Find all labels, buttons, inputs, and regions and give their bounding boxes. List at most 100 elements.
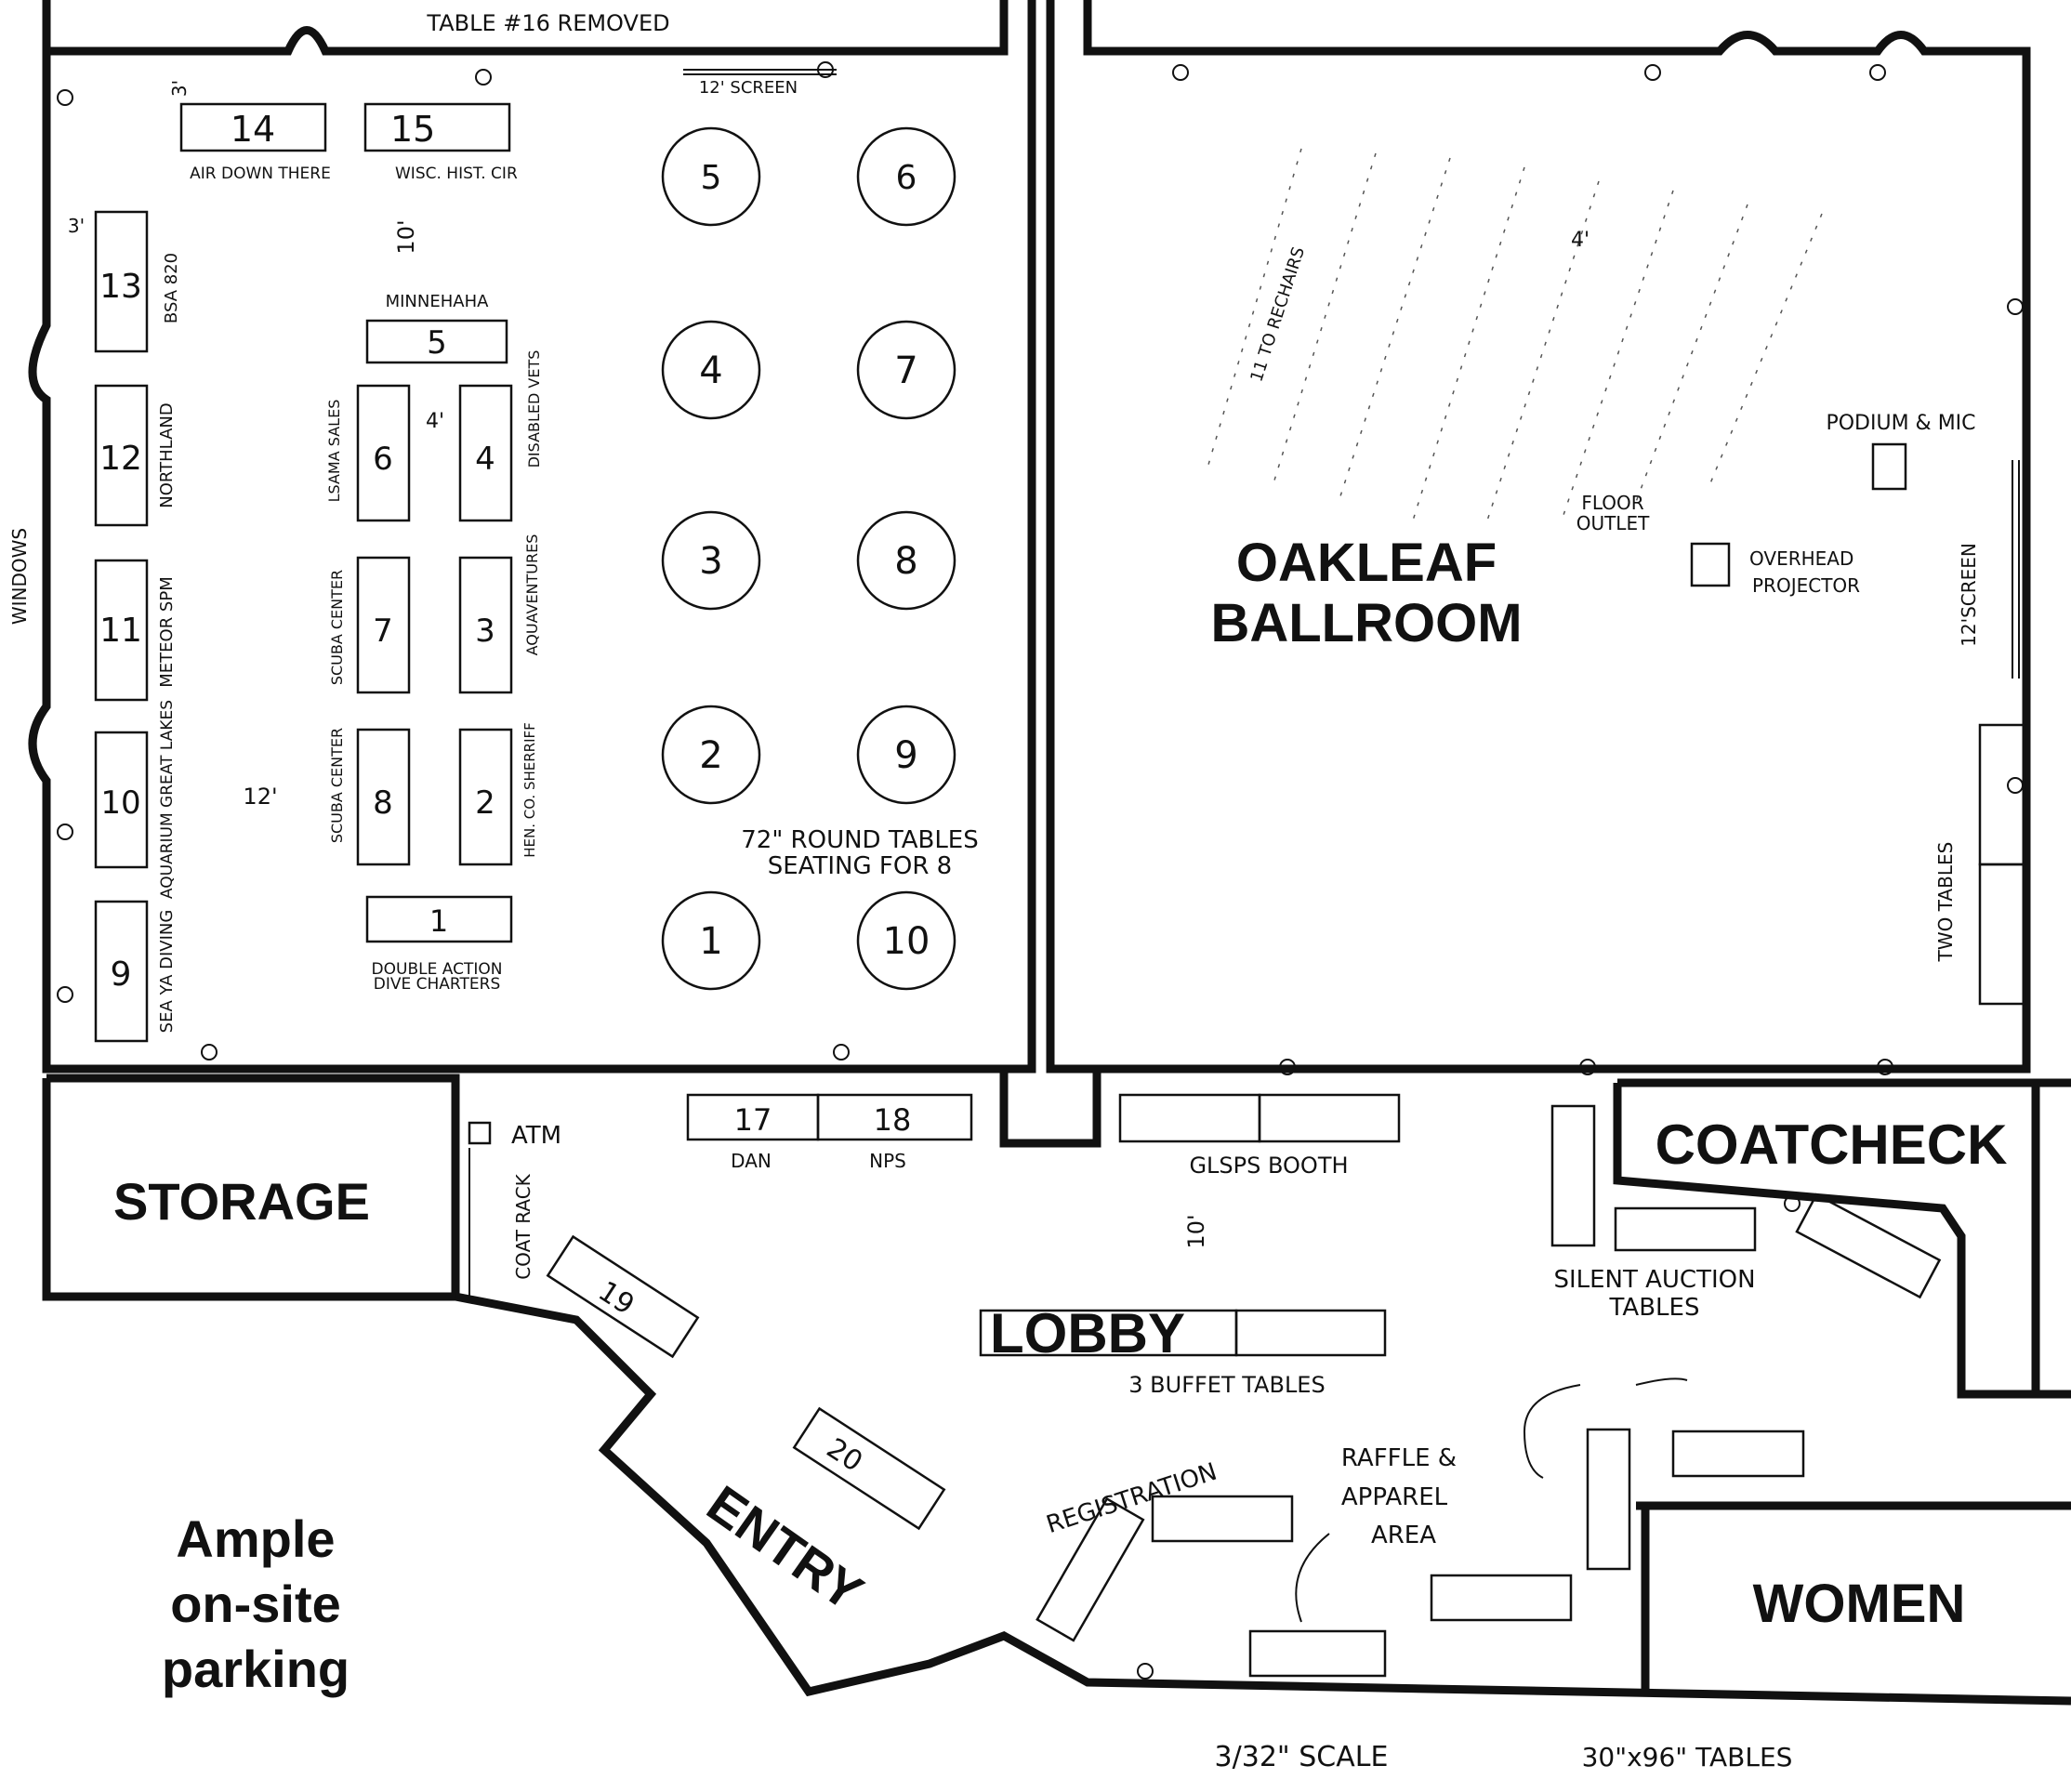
- entry-label: ENTRY: [697, 1474, 874, 1622]
- round-table-5: [661, 126, 761, 227]
- vendor-table-11: [94, 559, 149, 702]
- vendor-table-18-number: 18: [874, 1102, 912, 1138]
- vendor-table-8-label: SCUBA CENTER: [328, 728, 346, 843]
- vendor-table-3: [458, 556, 513, 694]
- outlet-icon: [817, 61, 834, 78]
- vendor-table-17-label: DAN: [731, 1150, 772, 1172]
- round-table-6-number: 6: [896, 159, 917, 197]
- round-tables: 5 6 4 7 3 8 2 9 1 10 72" ROUND TABLES SE…: [661, 126, 979, 991]
- outlet-icon: [1877, 1059, 1893, 1075]
- coat-rack-label: COAT RACK: [512, 1173, 534, 1279]
- vendor-table-10-label: AQUARIUM GREAT LAKES: [158, 700, 177, 899]
- vendor-table-5-label: MINNEHAHA: [386, 292, 490, 311]
- seating-label: SEATING FOR 8: [768, 852, 952, 880]
- vendor-table-1-label-line1: DOUBLE ACTION: [372, 960, 503, 979]
- chair-row: [1412, 166, 1525, 521]
- vendor-table-11-number: 11: [99, 612, 142, 650]
- vendor-table-1: [365, 895, 513, 943]
- round-table-3: [661, 510, 761, 611]
- vendor-table-11-label: METEOR SPM: [157, 576, 177, 687]
- raffle-table-d: [1248, 1629, 1387, 1678]
- round-table-9-number: 9: [894, 734, 917, 777]
- round-table-1-number: 1: [699, 920, 722, 963]
- chair-rows-label: 11 TO RECHAIRS: [1247, 244, 1309, 384]
- vendor-table-4: [458, 384, 513, 522]
- vendor-table-12-label: NORTHLAND: [157, 402, 177, 507]
- vendor-table-9: [94, 900, 149, 1043]
- registration-table-b: [1036, 1496, 1145, 1642]
- vendor-table-3-number: 3: [475, 613, 495, 650]
- vendor-table-1-label-line2: DIVE CHARTERS: [374, 975, 500, 994]
- parking-line-1: Ample: [176, 1509, 335, 1568]
- vendor-table-1-number: 1: [429, 903, 448, 939]
- vendor-table-10-number: 10: [100, 784, 140, 822]
- table-size-label: 30"x96" TABLES: [1582, 1742, 1793, 1772]
- round-table-5-number: 5: [701, 159, 722, 197]
- silent-auction-label-line2: TABLES: [1609, 1294, 1700, 1322]
- dimension-3ft-top: 3': [168, 80, 191, 97]
- vendor-table-13: [94, 210, 149, 353]
- scale-label: 3/32" SCALE: [1215, 1741, 1389, 1773]
- silent-auction-table-a: [1550, 1104, 1596, 1247]
- round-table-1: [661, 890, 761, 991]
- glsps-booth-table-b: [1258, 1093, 1401, 1143]
- projector-label-line2: PROJECTOR: [1752, 574, 1860, 597]
- vendor-table-20-number: 20: [821, 1432, 868, 1479]
- round-table-7-number: 7: [894, 349, 917, 392]
- vendor-table-9-label: SEA YA DIVING: [157, 910, 177, 1034]
- vendor-table-10: [94, 731, 149, 869]
- chair-rows: 11 TO RECHAIRS 4': [1207, 148, 1823, 521]
- ballroom-title-line2: BALLROOM: [1210, 593, 1522, 653]
- outlet-icon: [1869, 64, 1886, 81]
- round-table-7: [856, 320, 956, 420]
- vendor-table-9-number: 9: [111, 955, 132, 994]
- women-label: WOMEN: [1753, 1574, 1966, 1634]
- ballroom-side-table-a: [1978, 723, 2026, 866]
- raffle-table-c: [1430, 1574, 1573, 1622]
- projector-stand: [1690, 542, 1731, 587]
- vendor-table-13-number: 13: [99, 268, 142, 306]
- round-table-8-number: 8: [894, 540, 917, 583]
- round-tables-label: 72" ROUND TABLES: [741, 826, 979, 854]
- outlet-icon: [2007, 777, 2024, 794]
- arrow-to-auction: [1523, 1377, 1688, 1479]
- parking-line-2: on-site: [170, 1575, 341, 1633]
- vendor-table-2: [458, 728, 513, 866]
- storage-label: STORAGE: [113, 1172, 370, 1231]
- round-table-10: [856, 890, 956, 991]
- registration-table-a: [1151, 1495, 1294, 1543]
- ballroom-title-line1: OAKLEAF: [1236, 533, 1497, 593]
- outlet-icon: [1579, 1059, 1596, 1075]
- windows-label: WINDOWS: [8, 528, 31, 625]
- chair-row: [1635, 204, 1748, 503]
- vendor-table-3-label: AQUAVENTURES: [523, 534, 541, 656]
- raffle-label-line1: RAFFLE &: [1341, 1444, 1457, 1472]
- chair-row: [1338, 157, 1451, 503]
- outlet-icon: [57, 89, 73, 106]
- vendor-table-7: [356, 556, 411, 694]
- chair-rows-dimension: 4': [1571, 229, 1590, 252]
- round-table-2-number: 2: [699, 734, 722, 777]
- vendor-table-20: [792, 1406, 946, 1531]
- outlet-icon: [475, 69, 492, 86]
- vendor-table-6-label: LSAMA SALES: [325, 400, 343, 503]
- silent-auction-table-c: [1795, 1192, 1942, 1299]
- outlet-icon: [201, 1044, 218, 1061]
- vendor-table-19-number: 19: [592, 1275, 640, 1322]
- round-table-4: [661, 320, 761, 420]
- vendor-table-15-number: 15: [390, 109, 435, 150]
- buffet-tables-b: [1234, 1309, 1387, 1357]
- vendor-table-14: [179, 102, 327, 152]
- walls: [28, 0, 2071, 1706]
- chair-row: [1207, 148, 1302, 466]
- coatcheck-label: COATCHECK: [1655, 1113, 2008, 1176]
- dimension-12ft: 12': [243, 784, 277, 810]
- atm: [468, 1121, 492, 1145]
- round-table-3-number: 3: [699, 540, 722, 583]
- registration-label: REGISTRATION: [1043, 1458, 1220, 1540]
- vendor-table-15: [363, 102, 511, 152]
- silent-auction-label-line1: SILENT AUCTION: [1553, 1266, 1755, 1294]
- vendor-table-18: [816, 1093, 973, 1141]
